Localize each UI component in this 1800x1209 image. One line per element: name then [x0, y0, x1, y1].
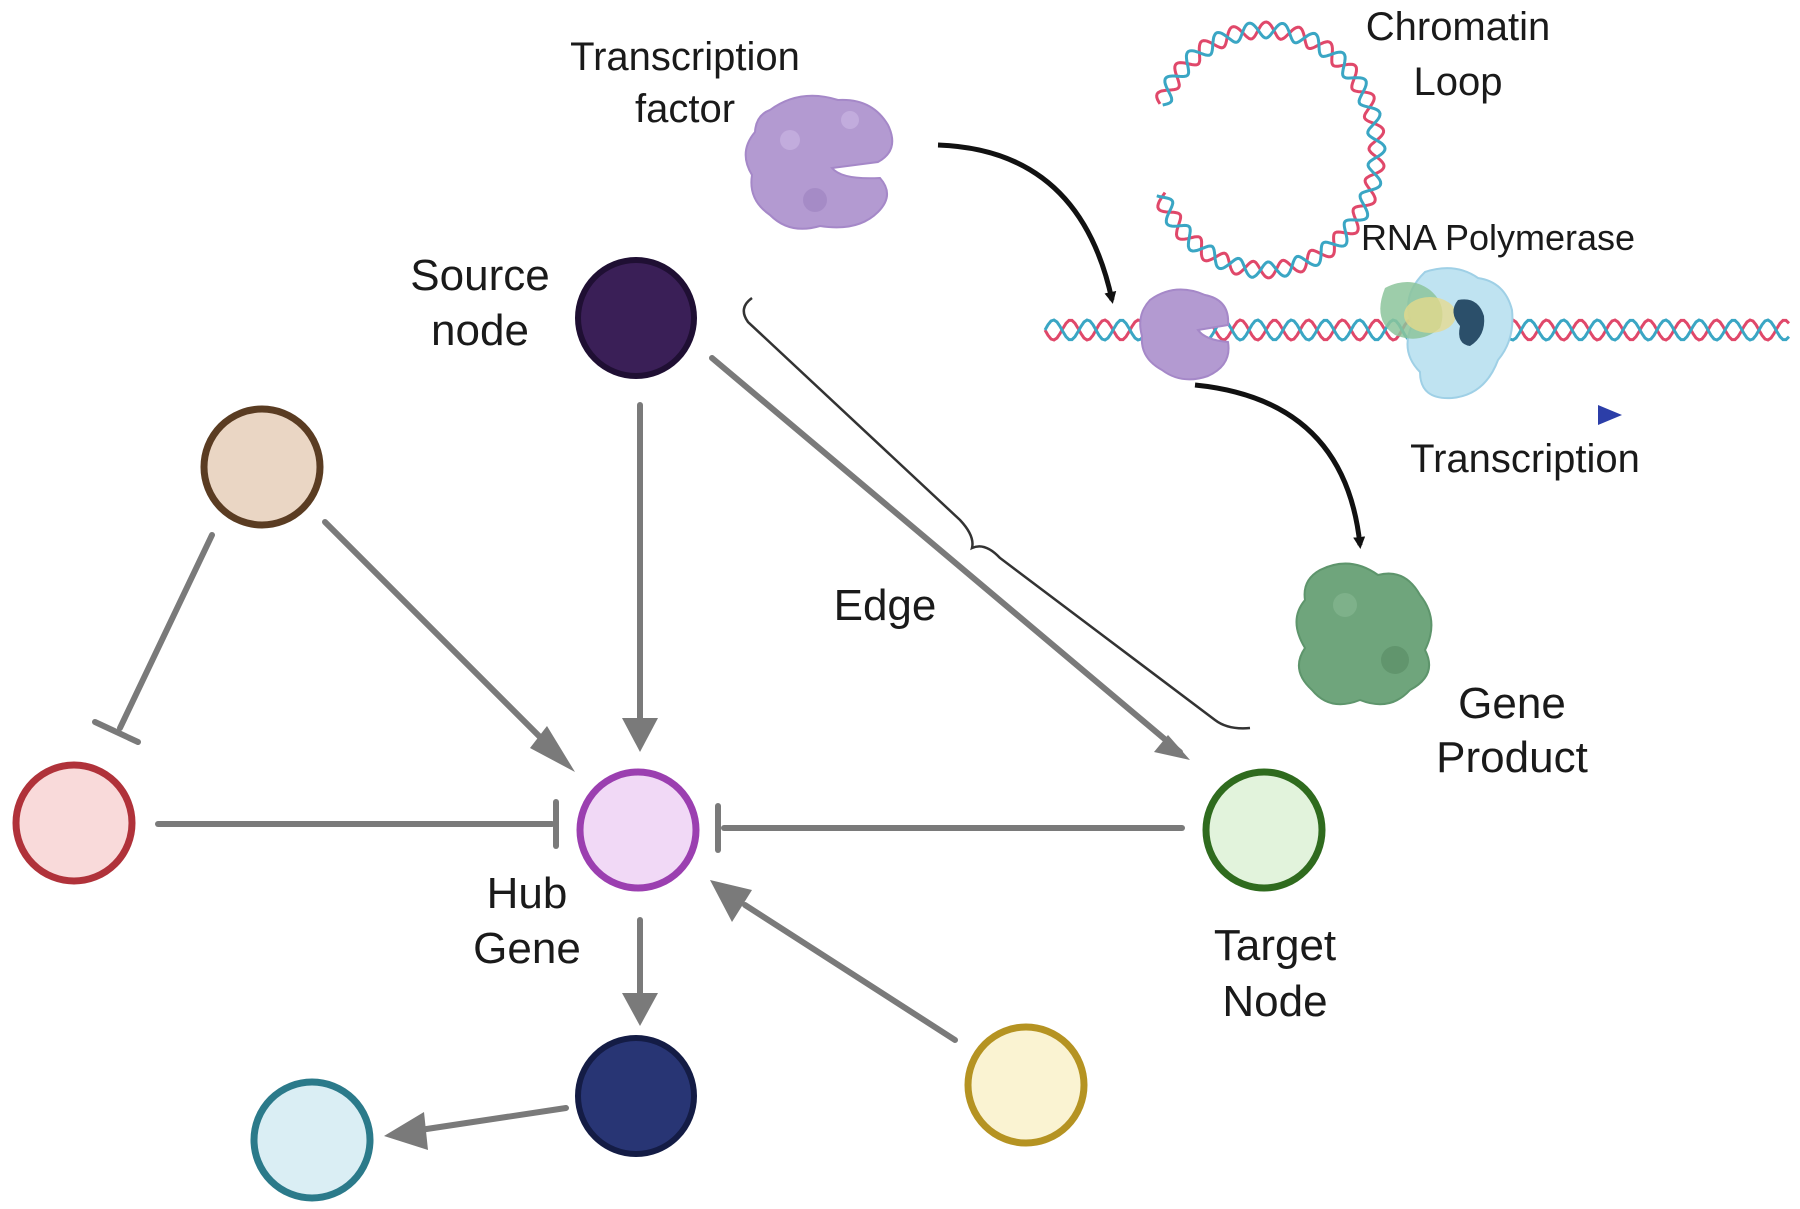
- source-node: [575, 257, 697, 379]
- label-chromatin-loop: Chromatin Loop: [1366, 5, 1551, 104]
- label-gene-product: Gene Product: [1436, 679, 1588, 782]
- edge-source-to-target: [709, 355, 1183, 755]
- transcription-arrowhead: [1598, 405, 1622, 425]
- hub-gene-node: [576, 768, 700, 892]
- label-target-node-line2: Node: [1222, 977, 1327, 1026]
- gene-product-arrow: [1194, 382, 1366, 549]
- bound-transcription-factor-icon: [1139, 288, 1230, 381]
- tf-binding-arrow: [937, 142, 1117, 304]
- transcription-factor-icon: [744, 94, 894, 230]
- red-node: [12, 761, 136, 885]
- chromatin-loop-icon: [1155, 20, 1387, 280]
- label-rna-polymerase: RNA Polymerase: [1361, 217, 1635, 258]
- label-chromatin-loop-line2: Loop: [1414, 60, 1503, 104]
- label-hub-gene: Hub Gene: [473, 869, 581, 973]
- label-target-node: Target Node: [1214, 921, 1336, 1026]
- target-node: [1202, 768, 1326, 892]
- label-hub-gene-line2: Gene: [473, 924, 581, 973]
- edge-yellow-to-hub: [742, 902, 958, 1043]
- cyan-node: [250, 1078, 374, 1202]
- rna-polymerase-icon: [1380, 267, 1514, 400]
- label-gene-product-line1: Gene: [1458, 679, 1566, 728]
- label-chromatin-loop-line1: Chromatin: [1366, 5, 1551, 49]
- edge-yellow-to-hub-arrowhead: [710, 880, 752, 922]
- label-transcription: Transcription: [1410, 437, 1640, 481]
- edge-navy-to-cyan-arrowhead: [384, 1112, 428, 1150]
- edge-navy-to-cyan: [417, 1105, 569, 1133]
- label-gene-product-line2: Product: [1436, 733, 1588, 782]
- label-transcription-factor-line2: factor: [635, 87, 735, 131]
- edge-hub-to-navy-arrowhead: [622, 993, 658, 1026]
- label-edge: Edge: [834, 581, 937, 630]
- edge-brown-to-hub: [322, 519, 558, 755]
- label-source-node-line2: node: [431, 306, 529, 355]
- yellow-node: [964, 1023, 1088, 1147]
- brown-node: [200, 405, 324, 529]
- label-transcription-factor-line1: Transcription: [570, 35, 800, 79]
- edge-source-to-hub-arrowhead: [622, 718, 658, 752]
- edge-brace: [742, 296, 1251, 730]
- network-edges: [92, 355, 1190, 1150]
- edge-brown-to-hub-arrowhead: [530, 726, 575, 772]
- edge-brown-inhibits-red-bar: [92, 719, 141, 745]
- label-source-node-line1: Source: [410, 251, 549, 300]
- edge-brown-inhibits-red: [117, 532, 215, 731]
- label-source-node: Source node: [410, 251, 549, 355]
- label-hub-gene-line1: Hub: [487, 869, 568, 918]
- edge-source-to-target-arrowhead: [1154, 735, 1190, 760]
- navy-node: [575, 1035, 697, 1157]
- label-transcription-factor: Transcription factor: [570, 35, 800, 131]
- gene-product-icon: [1295, 562, 1433, 706]
- label-target-node-line1: Target: [1214, 921, 1336, 970]
